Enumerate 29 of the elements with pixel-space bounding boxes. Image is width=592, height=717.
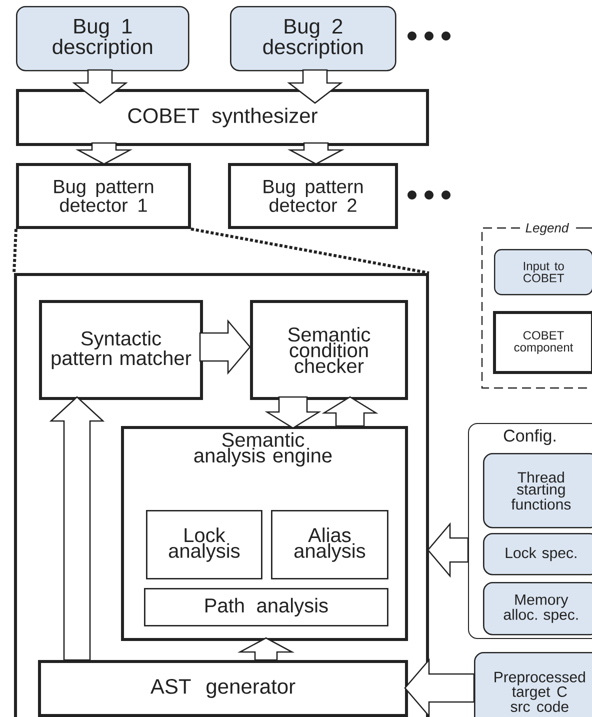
block-arrow bbox=[427, 522, 469, 578]
zoom-line bbox=[12, 228, 18, 274]
block-arrow bbox=[404, 658, 475, 717]
legend-title: Legend bbox=[526, 222, 570, 236]
input-box: Lock spec. bbox=[483, 533, 592, 576]
block-arrow bbox=[287, 69, 343, 104]
zoom-line bbox=[190, 228, 430, 274]
input-box: Memory alloc. spec. bbox=[483, 582, 592, 636]
component-box: Bug pattern detector 2 bbox=[228, 163, 398, 229]
input-box: Preprocessed target C src code bbox=[474, 652, 592, 717]
input-box: Bug 2 description bbox=[230, 6, 396, 72]
component-box: AST generator bbox=[38, 660, 408, 717]
component-box: COBET synthesizer bbox=[16, 89, 429, 146]
input-box: Thread starting functions bbox=[483, 453, 592, 528]
block-arrow bbox=[49, 396, 105, 661]
component-box: Syntactic pattern matcher bbox=[39, 300, 203, 400]
block-arrow bbox=[75, 142, 133, 165]
block-arrow bbox=[237, 637, 295, 661]
analysis-box: Lock analysis bbox=[146, 510, 262, 580]
component-box: Semantic condition checker bbox=[250, 300, 408, 400]
component-box: Bug pattern detector 1 bbox=[16, 163, 191, 229]
block-arrow bbox=[287, 142, 345, 165]
block-arrow bbox=[264, 396, 322, 429]
analysis-box: Path analysis bbox=[144, 588, 388, 626]
block-arrow bbox=[72, 69, 128, 104]
analysis-box: Alias analysis bbox=[271, 510, 388, 580]
input-box: Bug 1 description bbox=[16, 6, 190, 72]
block-arrow bbox=[199, 319, 251, 375]
block-arrow bbox=[322, 396, 378, 427]
